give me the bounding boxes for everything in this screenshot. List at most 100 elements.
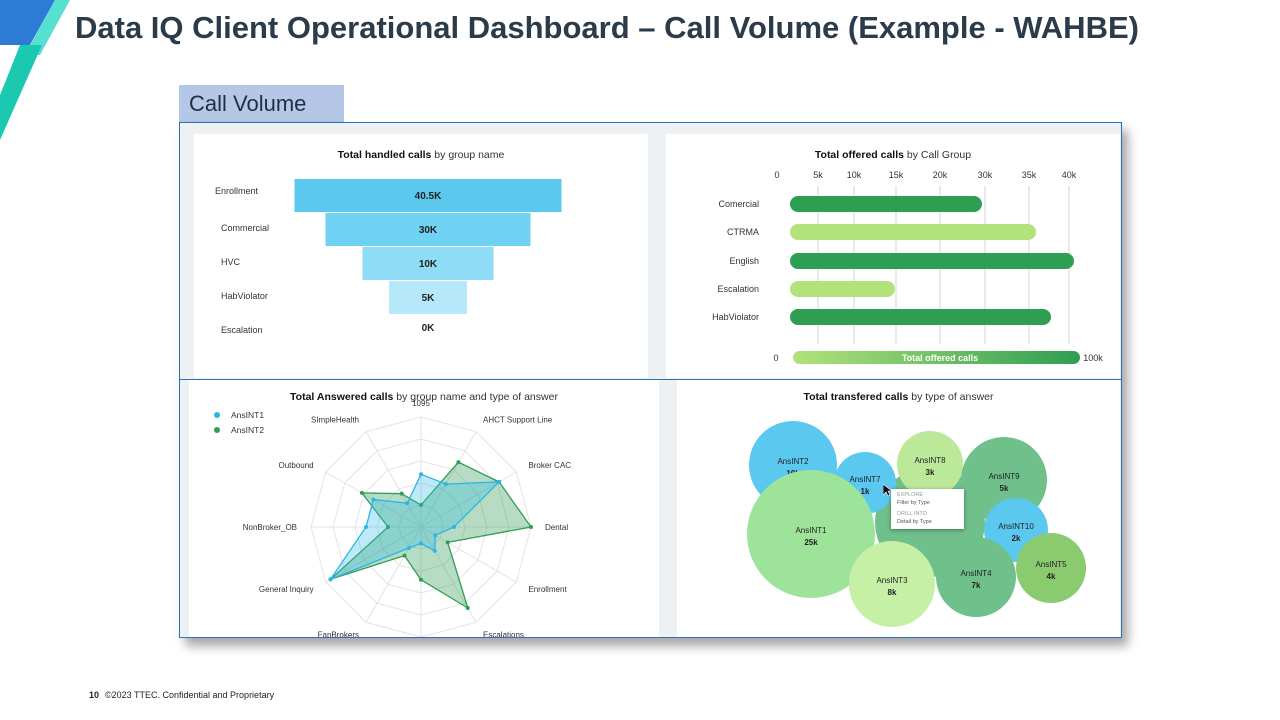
radar-point bbox=[419, 472, 423, 477]
bubble-name-label: AnsINT3 bbox=[876, 576, 908, 585]
funnel-value-label: 10K bbox=[419, 259, 438, 270]
x-tick-label: 30k bbox=[978, 170, 993, 180]
bubble-name-label: AnsINT9 bbox=[988, 472, 1020, 481]
offered-calls-title: Total offered calls by Call Group bbox=[814, 149, 972, 161]
x-tick-label: 35k bbox=[1022, 170, 1037, 180]
copyright-text: ©2023 TTEC. Confidential and Proprietary bbox=[105, 690, 275, 700]
bar-category-label: CTRMA bbox=[727, 227, 759, 237]
radar-axis-label: Escalations bbox=[483, 630, 524, 637]
transfered-calls-title: Total transfered calls by type of answer bbox=[803, 391, 994, 403]
radar-point bbox=[419, 577, 423, 582]
filter-by-type-item[interactable]: Filter by Type bbox=[897, 499, 930, 506]
radar-point bbox=[405, 501, 410, 506]
bar-category-label: Escalation bbox=[717, 284, 759, 294]
radar-point bbox=[386, 525, 390, 529]
funnel-bar bbox=[389, 281, 467, 314]
bubble bbox=[1016, 533, 1086, 603]
radar-point bbox=[328, 577, 333, 582]
radar-spoke bbox=[420, 431, 477, 528]
radar-axis-label: Dental bbox=[545, 523, 568, 532]
bubble-value-label: 4k bbox=[1047, 572, 1056, 581]
x-tick-label: 20k bbox=[933, 170, 948, 180]
bubble-value-label: 3k bbox=[926, 468, 935, 477]
handled-calls-title: Total handled calls by group name bbox=[337, 149, 505, 161]
x-tick-label: 15k bbox=[889, 170, 904, 180]
radar-spoke bbox=[365, 431, 422, 528]
radar-point bbox=[419, 541, 423, 546]
radar-point bbox=[406, 545, 411, 550]
bubble-name-label: AnsINT4 bbox=[960, 569, 992, 578]
radar-point bbox=[456, 460, 461, 465]
section-tab: Call Volume bbox=[179, 85, 344, 123]
legend-label: AnsINT1 bbox=[231, 410, 264, 420]
x-tick-label: 0 bbox=[774, 170, 779, 180]
dashboard-frame: Total handled calls by group name Enroll… bbox=[179, 122, 1122, 656]
x-tick-label: 5k bbox=[813, 170, 823, 180]
funnel-value-label: 40.5K bbox=[415, 191, 442, 202]
radar-axis-label: AHCT Support Line bbox=[483, 416, 553, 425]
radar-axis-label: SImpleHealth bbox=[311, 416, 359, 425]
bubble bbox=[897, 431, 963, 497]
bubble-chart: AnsINT210kAnsINT71kAnsINT83kAnsINT95kAns… bbox=[747, 421, 1086, 627]
radar-point bbox=[529, 525, 533, 529]
explore-header: EXPLORE bbox=[897, 492, 923, 498]
legend-max-label: 100k bbox=[1083, 353, 1103, 363]
funnel-category-label: Commercial bbox=[221, 223, 269, 233]
funnel-category-label: Enrollment bbox=[215, 186, 259, 196]
handled-calls-panel: Total handled calls by group name Enroll… bbox=[194, 134, 648, 378]
radar-point bbox=[433, 533, 438, 538]
mouse-cursor-icon bbox=[883, 484, 893, 497]
offered-bar bbox=[790, 196, 982, 212]
radar-point bbox=[371, 497, 376, 502]
bubble-value-label: 5k bbox=[1000, 484, 1009, 493]
bubble-name-label: AnsINT1 bbox=[795, 526, 827, 535]
bar-category-label: HabViolator bbox=[712, 312, 759, 322]
radar-point bbox=[465, 605, 470, 610]
radar-point bbox=[419, 503, 423, 507]
radar-axis-label: 1095 bbox=[412, 399, 430, 408]
legend-marker bbox=[214, 412, 220, 418]
funnel-category-label: HabViolator bbox=[221, 291, 268, 301]
bubble-context-menu: EXPLORE Filter by Type DRILL INTO Detail… bbox=[891, 489, 964, 529]
radar-axis-label: NonBroker_OB bbox=[243, 523, 297, 532]
radar-point bbox=[359, 490, 364, 495]
drill-into-header: DRILL INTO bbox=[897, 511, 927, 517]
radar-axis-label: Broker CAC bbox=[528, 461, 571, 470]
bubble-value-label: 7k bbox=[972, 581, 981, 590]
bar-category-label: English bbox=[729, 256, 759, 266]
radar-point bbox=[445, 540, 450, 545]
bubble-name-label: AnsINT10 bbox=[998, 522, 1034, 531]
answered-calls-title: Total Answered calls by group name and t… bbox=[290, 391, 558, 403]
radar-point bbox=[432, 548, 437, 553]
bubble-value-label: 2k bbox=[1012, 534, 1021, 543]
bubble bbox=[747, 470, 875, 598]
offered-bar bbox=[790, 253, 1074, 269]
radar-axis-label: Enrollment bbox=[528, 585, 567, 594]
funnel-category-label: Escalation bbox=[221, 325, 263, 335]
funnel-category-label: HVC bbox=[221, 257, 241, 267]
legend-label: AnsINT2 bbox=[231, 425, 264, 435]
funnel-bar bbox=[362, 247, 494, 280]
bubble-value-label: 25k bbox=[804, 538, 818, 547]
radar-point bbox=[364, 525, 368, 529]
page-number: 10 bbox=[89, 690, 100, 700]
funnel-bar bbox=[294, 179, 562, 212]
radar-axis-label: General Inquiry bbox=[259, 585, 314, 594]
radar-spoke bbox=[365, 526, 422, 623]
radar-point bbox=[399, 491, 404, 496]
bubble bbox=[849, 541, 935, 627]
detail-by-type-item[interactable]: Detail by Type bbox=[897, 518, 932, 525]
legend-label: Total offered calls bbox=[902, 353, 978, 363]
radar-axis-label: FanBrokers bbox=[318, 630, 359, 637]
radar-point bbox=[497, 479, 502, 484]
radar-axis-label: Outbound bbox=[278, 461, 313, 470]
bar-category-label: Comercial bbox=[718, 199, 759, 209]
bubble-name-label: AnsINT8 bbox=[914, 456, 946, 465]
footer: 10 ©2023 TTEC. Confidential and Proprieta… bbox=[89, 690, 274, 700]
funnel-value-label: 5K bbox=[422, 293, 436, 304]
radar-point bbox=[443, 482, 448, 487]
offered-bar bbox=[790, 281, 895, 297]
